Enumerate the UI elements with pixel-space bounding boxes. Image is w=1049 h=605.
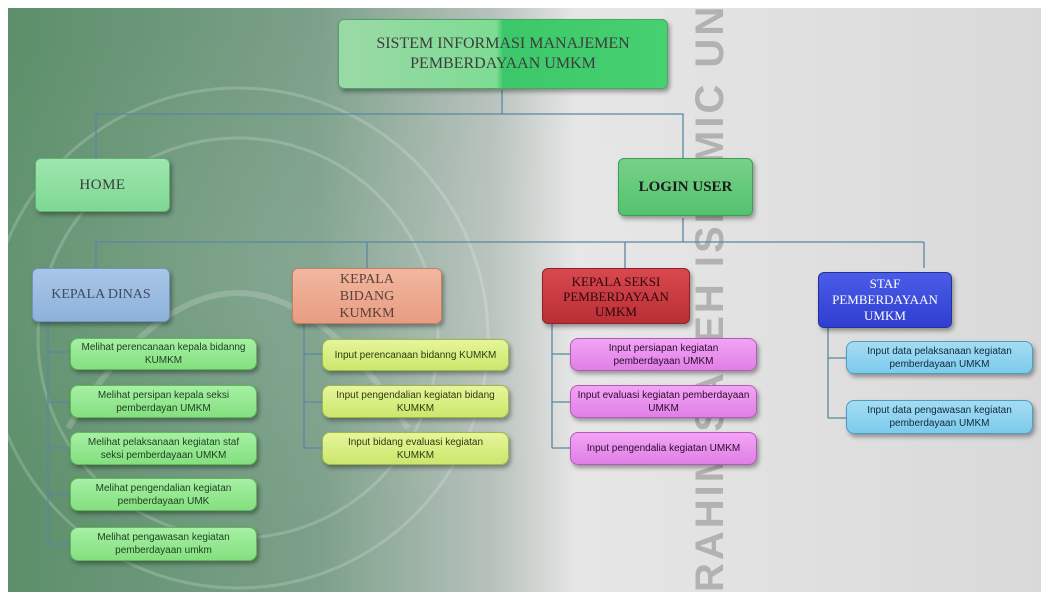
task-kepala-seksi-3: Input pengendalia kegiatan UMKM xyxy=(570,432,757,465)
role-kepala-bidang: KEPALA BIDANG KUMKM xyxy=(292,268,442,324)
task-kepala-seksi-1: Input persiapan kegiatan pemberdayaan UM… xyxy=(570,338,757,371)
task-kepala-dinas-1: Melihat perencanaan kepala bidanng KUMKM xyxy=(70,338,257,370)
home-node: HOME xyxy=(35,158,170,212)
task-kepala-bidang-1: Input perencanaan bidanng KUMKM xyxy=(322,339,509,371)
task-label: Input persiapan kegiatan pemberdayaan UM… xyxy=(608,342,719,367)
task-label: Input data pelaksanaan kegiatan pemberda… xyxy=(867,345,1012,370)
task-staf-2: Input data pengawasan kegiatan pemberday… xyxy=(846,400,1033,434)
task-staf-1: Input data pelaksanaan kegiatan pemberda… xyxy=(846,341,1033,374)
role-kepala-seksi: KEPALA SEKSI PEMBERDAYAAN UMKM xyxy=(542,268,690,324)
system-title-line2: PEMBERDAYAAN UMKM xyxy=(410,55,596,72)
connector-lines xyxy=(47,90,925,545)
role-kepala-dinas: KEPALA DINAS xyxy=(32,268,170,322)
diagram-canvas: RAHIM SALEH ISLAMIC UNIV xyxy=(8,8,1041,592)
task-kepala-seksi-2: Input evaluasi kegiatan pemberdayaan UMK… xyxy=(570,385,757,418)
task-label: Input pengendalian kegiatan bidang KUMKM xyxy=(336,389,495,414)
task-label: Input perencanaan bidanng KUMKM xyxy=(334,349,497,361)
task-label: Melihat pengawasan kegiatan pemberdayaan… xyxy=(97,532,230,556)
task-label: Input data pengawasan kegiatan pemberday… xyxy=(867,405,1012,429)
task-label: Melihat persipan kepala seksi pemberdaya… xyxy=(97,389,230,414)
task-label: Melihat pelaksanaan kegiatan staf seksi … xyxy=(87,436,240,461)
task-kepala-bidang-3: Input bidang evaluasi kegiatan KUMKM xyxy=(322,432,509,465)
login-user-label: LOGIN USER xyxy=(638,178,733,195)
role-kepala-seksi-label: KEPALA SEKSI PEMBERDAYAAN UMKM xyxy=(563,273,669,319)
role-kepala-dinas-label: KEPALA DINAS xyxy=(51,287,151,302)
role-kepala-bidang-label: KEPALA BIDANG KUMKM xyxy=(339,271,395,321)
task-kepala-dinas-3: Melihat pelaksanaan kegiatan staf seksi … xyxy=(70,432,257,465)
task-label: Input bidang evaluasi kegiatan KUMKM xyxy=(347,436,484,461)
connector-root-login xyxy=(502,113,684,158)
watermark-text: RAHIM SALEH ISLAMIC UNIV xyxy=(688,8,732,592)
task-label: Melihat pengendalian kegiatan pemberdaya… xyxy=(95,482,232,507)
task-kepala-dinas-4: Melihat pengendalian kegiatan pemberdaya… xyxy=(70,478,257,511)
role-staf-label: STAF PEMBERDAYAAN UMKM xyxy=(832,276,938,323)
task-kepala-bidang-2: Input pengendalian kegiatan bidang KUMKM xyxy=(322,385,509,418)
task-label: Melihat perencanaan kepala bidanng KUMKM xyxy=(81,342,246,366)
system-title-node: SISTEM INFORMASI MANAJEMEN PEMBERDAYAAN … xyxy=(338,19,668,89)
task-kepala-dinas-5: Melihat pengawasan kegiatan pemberdayaan… xyxy=(70,527,257,561)
task-label: Input pengendalia kegiatan UMKM xyxy=(586,443,741,454)
login-user-node: LOGIN USER xyxy=(618,158,753,216)
home-label: HOME xyxy=(79,176,126,193)
connector-root-home xyxy=(95,90,503,158)
task-kepala-dinas-2: Melihat persipan kepala seksi pemberdaya… xyxy=(70,385,257,418)
role-staf: STAF PEMBERDAYAAN UMKM xyxy=(818,272,952,328)
system-title-line1: SISTEM INFORMASI MANAJEMEN xyxy=(376,35,630,52)
task-label: Input evaluasi kegiatan pemberdayaan UMK… xyxy=(577,389,750,414)
